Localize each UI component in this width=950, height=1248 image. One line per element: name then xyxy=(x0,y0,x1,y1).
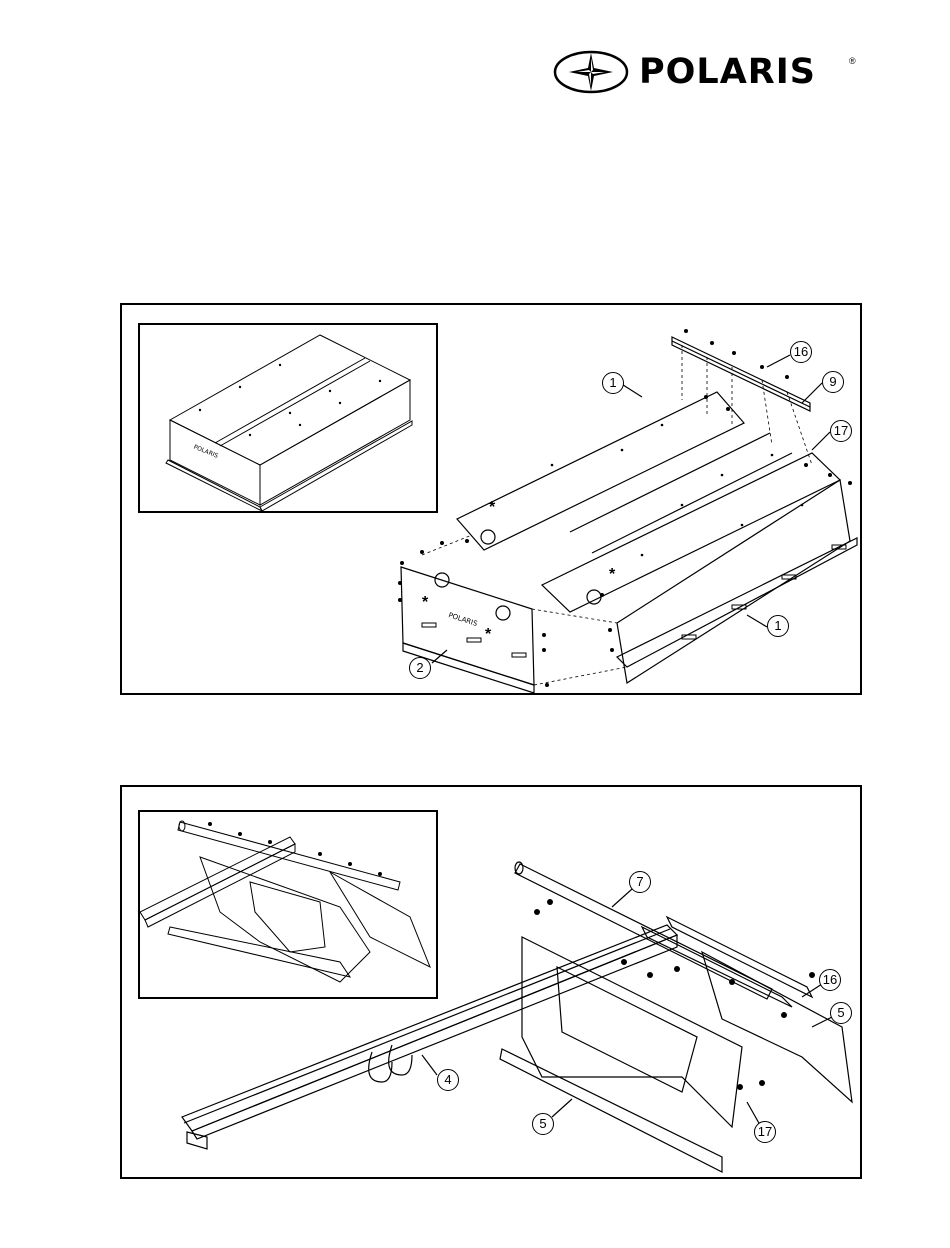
marker-star-2: * xyxy=(422,595,428,611)
svg-text:POLARIS: POLARIS xyxy=(447,611,478,628)
callout-5-right: 5 xyxy=(830,1002,852,1024)
callout-16-rack: 16 xyxy=(819,969,841,991)
box-assembled-drawing: POLARIS xyxy=(140,325,436,511)
callout-16: 16 xyxy=(790,341,812,363)
polaris-logo: POLARIS ® xyxy=(553,50,863,94)
marker-star-4: * xyxy=(609,567,615,583)
svg-text:POLARIS: POLARIS xyxy=(193,444,220,460)
callout-2: 2 xyxy=(409,657,431,679)
compass-star-icon xyxy=(553,50,633,94)
callout-5-bottom: 5 xyxy=(532,1113,554,1135)
figure-1-inset: POLARIS xyxy=(138,323,438,513)
callout-9: 9 xyxy=(822,371,844,393)
marker-star-3: * xyxy=(485,627,491,643)
brand-wordmark: POLARIS xyxy=(639,52,816,92)
registered-mark: ® xyxy=(849,56,856,66)
figure-1-panel: POLARIS POLARIS 16 9 1 17 2 1 * * * xyxy=(120,303,862,695)
callout-17-rack: 17 xyxy=(754,1121,776,1143)
rack-assembled-drawing xyxy=(140,812,436,997)
callout-7: 7 xyxy=(629,871,651,893)
callout-1-bottom: 1 xyxy=(767,615,789,637)
callout-4: 4 xyxy=(437,1069,459,1091)
figure-2-panel: 7 16 5 4 5 17 xyxy=(120,785,862,1179)
callout-1-top: 1 xyxy=(602,372,624,394)
figure-2-inset xyxy=(138,810,438,999)
marker-star-1: * xyxy=(489,500,495,516)
callout-17: 17 xyxy=(830,420,852,442)
